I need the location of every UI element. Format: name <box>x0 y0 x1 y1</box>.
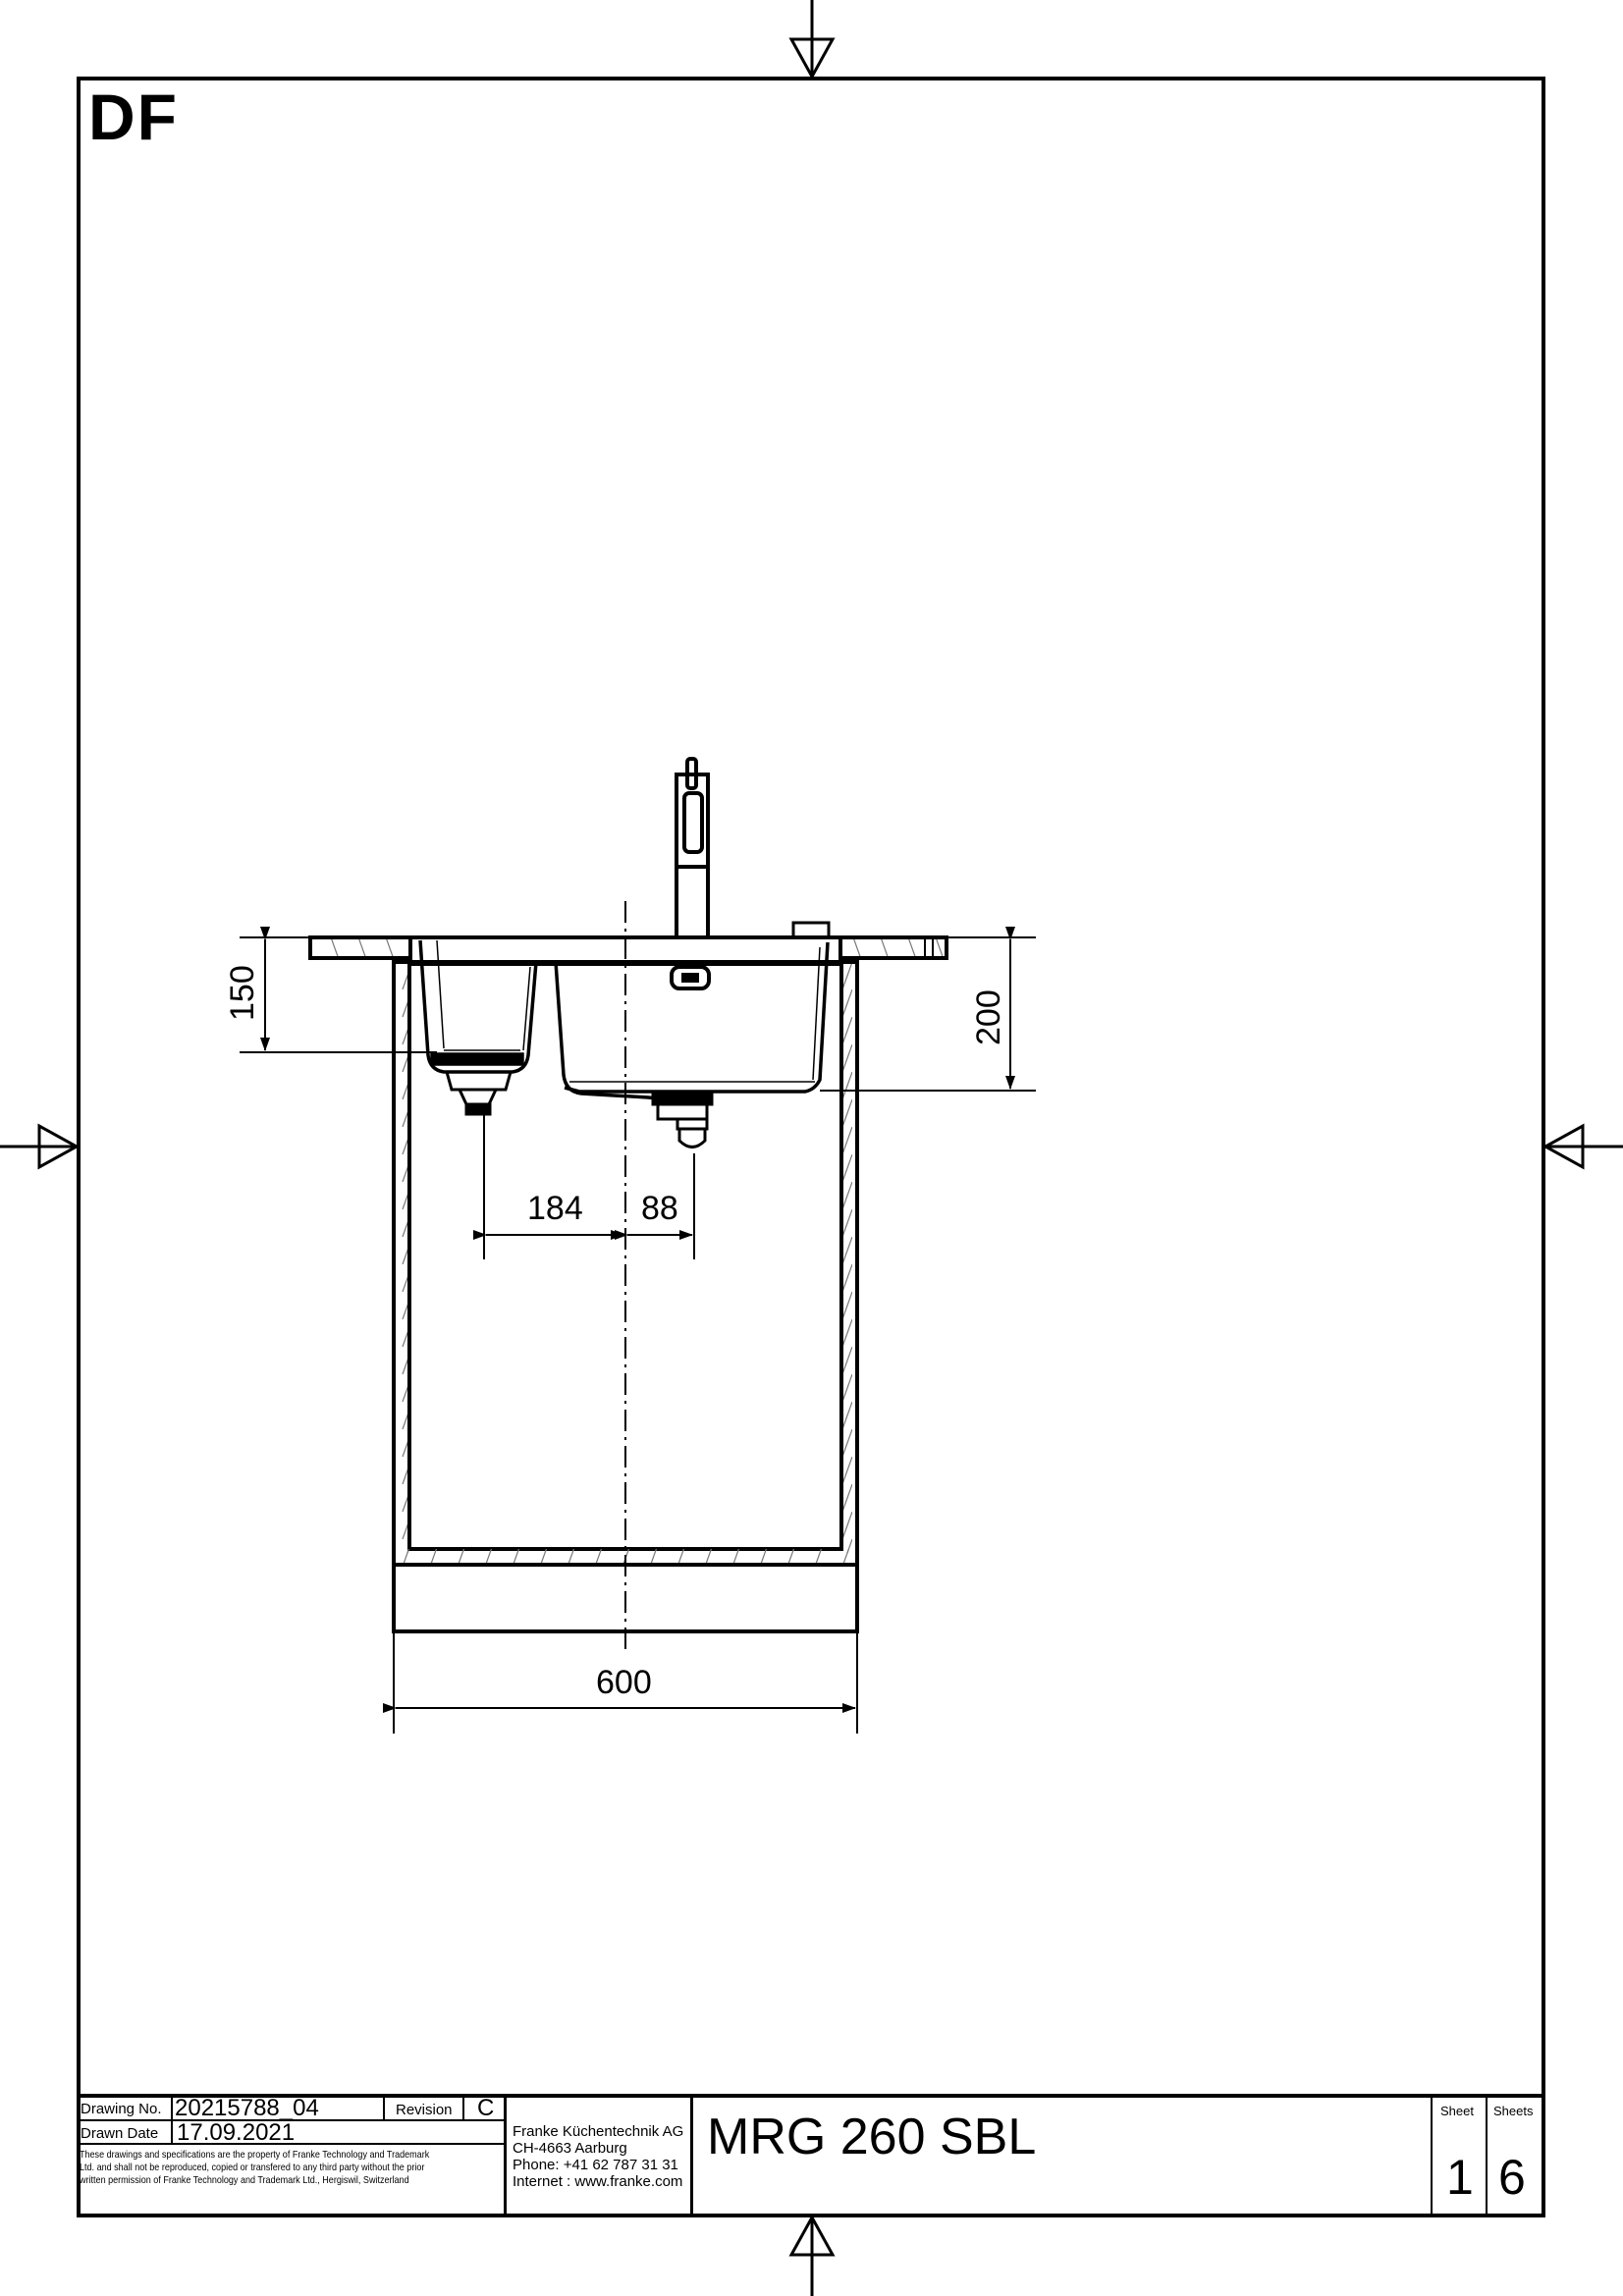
revision-label: Revision <box>396 2102 453 2118</box>
company-internet: Internet : www.franke.com <box>513 2173 683 2190</box>
drawn-date-label: Drawn Date <box>81 2125 159 2142</box>
worktop <box>308 935 948 960</box>
legal-line: These drawings and specifications are th… <box>80 2149 430 2161</box>
company-name: Franke Küchentechnik AG <box>513 2123 684 2140</box>
drawn-date: 17.09.2021 <box>177 2119 296 2146</box>
drawn-date-row: Drawn Date 17.09.2021 <box>77 2119 507 2146</box>
dimension-label-600: 600 <box>596 1664 652 1701</box>
divider <box>171 2121 173 2145</box>
sheet-number: 1 <box>1446 2150 1474 2205</box>
sheets-box: Sheets 6 <box>1488 2098 1542 2217</box>
company-city: CH-4663 Aarburg <box>513 2140 627 2157</box>
dimension-label-88: 88 <box>641 1190 678 1227</box>
divider <box>383 2098 385 2121</box>
legal-line: Ltd. and shall not be reproduced, copied… <box>80 2162 425 2173</box>
view-label: DF <box>88 80 179 153</box>
sheets-total: 6 <box>1498 2150 1526 2205</box>
dimension-label-184: 184 <box>527 1190 583 1227</box>
divider <box>171 2098 173 2121</box>
legal-line: written permission of Franke Technology … <box>80 2174 409 2186</box>
dimension-600 <box>383 1631 858 1734</box>
drawing-no: 20215788_04 <box>175 2095 319 2121</box>
sink-bowls <box>418 921 831 1101</box>
drain-main-bowl <box>651 1093 714 1148</box>
faucet <box>675 757 710 939</box>
divider <box>462 2098 464 2121</box>
dimension-200 <box>820 927 1036 1092</box>
centering-mark-top <box>788 0 836 80</box>
dimension-184-88 <box>473 1114 695 1259</box>
company-phone: Phone: +41 62 787 31 31 <box>513 2157 678 2173</box>
company-info: Franke Küchentechnik AG CH-4663 Aarburg … <box>507 2098 693 2217</box>
drawing-no-row: Drawing No. 20215788_04 Revision C <box>77 2095 507 2121</box>
sheets-label: Sheets <box>1493 2104 1534 2118</box>
centering-mark-bottom <box>788 2214 836 2296</box>
title-block-left: Drawing No. 20215788_04 Revision C Drawn… <box>77 2095 507 2217</box>
legal-notice: These drawings and specifications are th… <box>80 2149 429 2187</box>
centering-mark-right <box>1542 1123 1623 1170</box>
dimension-label-200: 200 <box>970 989 1007 1045</box>
sheet-box: Sheet 1 <box>1431 2098 1488 2217</box>
dimension-label-150: 150 <box>224 965 261 1021</box>
dimension-150 <box>240 927 437 1053</box>
sheet-label: Sheet <box>1440 2104 1474 2118</box>
centering-mark-left <box>0 1123 81 1170</box>
drain-small-bowl <box>445 1070 513 1116</box>
revision-value: C <box>477 2095 495 2121</box>
title-block: Drawing No. 20215788_04 Revision C Drawn… <box>77 2094 1545 2217</box>
drawing-no-label: Drawing No. <box>81 2101 162 2117</box>
product-title: MRG 260 SBL <box>707 2109 1037 2165</box>
